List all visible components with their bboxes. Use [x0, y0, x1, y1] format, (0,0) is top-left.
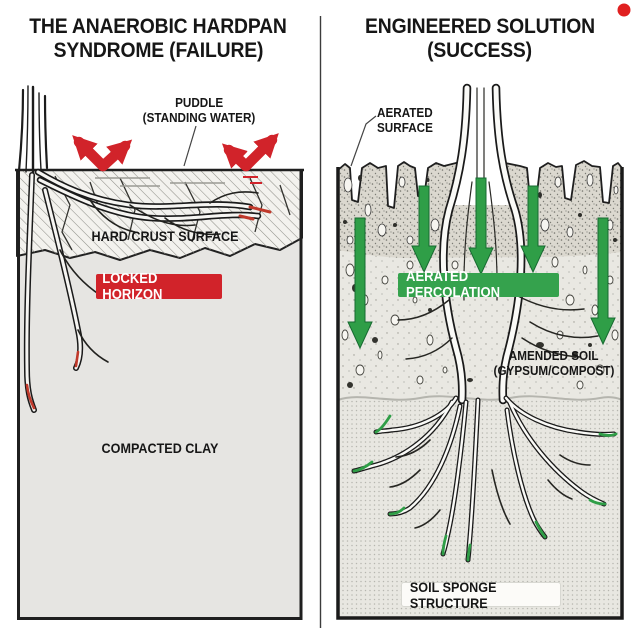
hard-crust-text: HARD CRUST SURFACE [91, 228, 239, 244]
right-panel-title: ENGINEERED SOLUTION (SUCCESS) [352, 14, 607, 62]
runoff-splash-arrow-left [72, 135, 133, 172]
left-panel-title: THE ANAEROBIC HARDPAN SYNDROME (FAILURE) [15, 14, 301, 62]
aerated-percolation-badge: AERATED PERCOLATION [398, 269, 559, 301]
right-panel-border [336, 167, 624, 620]
surface-leader-line [350, 115, 377, 167]
locked-horizon-text: LOCKED HORIZON [102, 270, 163, 303]
soil-sponge-text: SOIL SPONGE STRUCTURE [409, 578, 497, 611]
left-title-line2: SYNDROME (FAILURE) [53, 37, 263, 62]
compacted-clay-label: COMPACTED CLAY [95, 440, 225, 456]
stunted-deep-roots [23, 172, 109, 413]
amendment-pebbles [341, 256, 619, 390]
soil-sponge-label: SOIL SPONGE STRUCTURE [401, 579, 561, 611]
red-water-marks [243, 176, 262, 184]
amended-soil-line2: (GYPSUM/COMPOST) [493, 363, 615, 378]
amended-soil-label: AMENDED SOIL (GYPSUM/COMPOST) [487, 348, 621, 378]
left-plant-stem [17, 85, 49, 174]
aerated-surface-line2: SURFACE [377, 120, 433, 135]
puddle-label-line1: PUDDLE [174, 95, 224, 110]
percolation-arrows [347, 177, 616, 350]
aerated-surface-label: AERATED SURFACE [377, 105, 439, 135]
puddle-label-line2: (STANDING WATER) [142, 110, 256, 125]
puddle-leader-line [183, 125, 197, 167]
red-dot-icon [617, 3, 631, 17]
sponge-boundary [337, 395, 623, 401]
amended-soil-line1: AMENDED SOIL [509, 348, 599, 363]
flattened-roots [34, 168, 272, 236]
runoff-splash-arrow-right [221, 133, 279, 172]
root-fan [351, 395, 618, 563]
green-root-tips [352, 414, 618, 562]
water-ripples [95, 177, 225, 187]
left-title-line1: THE ANAEROBIC HARDPAN [29, 14, 287, 38]
lateral-roots [397, 294, 599, 360]
puddle-label: PUDDLE (STANDING WATER) [136, 95, 261, 125]
compacted-clay-text: COMPACTED CLAY [101, 440, 219, 456]
right-title-line1: ENGINEERED SOLUTION [365, 14, 595, 38]
aerated-surface-line1: AERATED [377, 105, 433, 120]
hard-crust-label: HARD CRUST SURFACE [83, 228, 246, 244]
locked-horizon-badge: LOCKED HORIZON [96, 271, 222, 303]
aerated-percolation-text: AERATED PERCOLATION [406, 269, 501, 301]
left-panel-soil [15, 85, 304, 620]
band-specks [343, 175, 617, 242]
right-title-line2: (SUCCESS) [427, 37, 533, 62]
